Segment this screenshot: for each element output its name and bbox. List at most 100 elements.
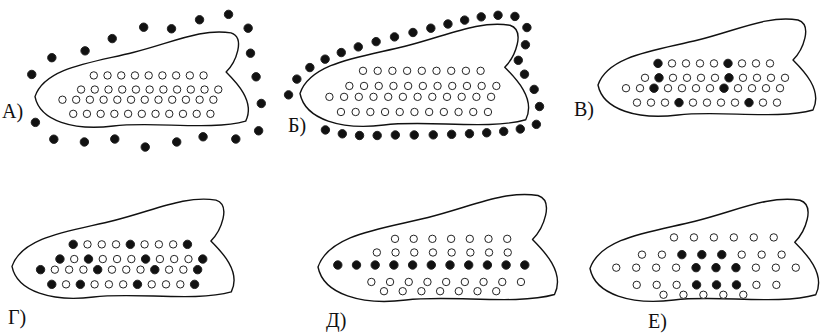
open-dot	[123, 266, 130, 273]
open-dot	[672, 264, 679, 271]
filled-dot	[252, 73, 260, 81]
open-dot	[159, 72, 166, 79]
filled-dot	[93, 265, 101, 273]
filled-dot	[246, 49, 254, 57]
filled-dot	[334, 261, 342, 269]
open-dot	[767, 74, 774, 81]
open-dot	[440, 108, 447, 115]
open-dot	[340, 93, 347, 100]
filled-dot	[190, 280, 198, 288]
open-dot	[499, 278, 506, 285]
open-dot	[59, 96, 66, 103]
filled-dot	[460, 16, 468, 24]
open-dot	[131, 72, 138, 79]
open-dot	[447, 235, 454, 242]
filled-dot	[530, 85, 538, 93]
panel-label: Е)	[648, 310, 667, 332]
filled-dot	[338, 130, 346, 138]
open-dot	[429, 249, 436, 256]
open-dot	[71, 255, 78, 262]
open-dot	[182, 96, 189, 103]
open-dot	[403, 67, 410, 74]
filled-dot	[167, 25, 175, 33]
open-dot	[690, 234, 697, 241]
filled-dot	[698, 250, 706, 258]
open-dot	[753, 281, 760, 288]
open-dot	[638, 251, 645, 258]
open-dot	[429, 93, 436, 100]
open-dot	[418, 67, 425, 74]
open-dot	[700, 291, 707, 298]
filled-dot	[465, 130, 473, 138]
open-dot	[326, 93, 333, 100]
open-dot	[360, 82, 367, 89]
open-dot	[390, 82, 397, 89]
cell-outline	[12, 199, 234, 298]
open-dot	[170, 255, 177, 262]
open-dot	[458, 93, 465, 100]
open-dot	[65, 266, 72, 273]
open-dot	[504, 249, 511, 256]
open-dot	[658, 251, 665, 258]
open-dot	[770, 234, 777, 241]
open-dot	[380, 288, 387, 295]
filled-dot	[409, 28, 417, 36]
filled-dot	[321, 55, 329, 63]
filled-dot	[427, 261, 435, 269]
open-dot	[433, 67, 440, 74]
open-dot	[196, 96, 203, 103]
open-dot	[696, 60, 703, 67]
open-dot	[517, 278, 524, 285]
open-dot	[389, 67, 396, 74]
open-dot	[111, 110, 118, 117]
open-dot	[98, 241, 105, 248]
open-dot	[449, 82, 456, 89]
open-dot	[337, 108, 344, 115]
filled-dot	[477, 13, 485, 21]
filled-dot	[500, 127, 508, 135]
filled-dot	[199, 255, 207, 263]
open-dot	[738, 60, 745, 67]
open-dot	[91, 281, 98, 288]
open-dot	[359, 67, 366, 74]
open-dot	[478, 82, 485, 89]
filled-dot	[655, 74, 663, 82]
open-dot	[399, 93, 406, 100]
open-dot	[86, 96, 93, 103]
open-dot	[762, 85, 769, 92]
cell-outline	[598, 19, 816, 116]
open-dot	[346, 82, 353, 89]
open-dot	[781, 74, 788, 81]
filled-dot	[133, 280, 141, 288]
open-dot	[155, 241, 162, 248]
open-dot	[680, 291, 687, 298]
open-dot	[773, 99, 780, 106]
open-dot	[179, 110, 186, 117]
open-dot	[352, 108, 359, 115]
open-dot	[485, 249, 492, 256]
filled-dot	[427, 24, 435, 32]
open-dot	[124, 110, 131, 117]
open-dot	[367, 108, 374, 115]
filled-dot	[257, 99, 265, 107]
filled-dot	[511, 12, 519, 20]
open-dot	[641, 74, 648, 81]
filled-dot	[354, 43, 362, 51]
filled-dot	[483, 261, 491, 269]
filled-dot	[724, 59, 732, 67]
open-dot	[633, 99, 640, 106]
cell-panel	[12, 199, 234, 298]
filled-dot	[244, 24, 252, 32]
filled-dot	[650, 84, 658, 92]
open-dot	[62, 281, 69, 288]
filled-dot	[521, 41, 529, 49]
filled-dot	[712, 281, 720, 289]
open-dot	[753, 74, 760, 81]
open-dot	[678, 85, 685, 92]
filled-dot	[371, 261, 379, 269]
open-dot	[370, 93, 377, 100]
open-dot	[480, 278, 487, 285]
open-dot	[210, 96, 217, 103]
open-dot	[660, 291, 667, 298]
open-dot	[381, 108, 388, 115]
